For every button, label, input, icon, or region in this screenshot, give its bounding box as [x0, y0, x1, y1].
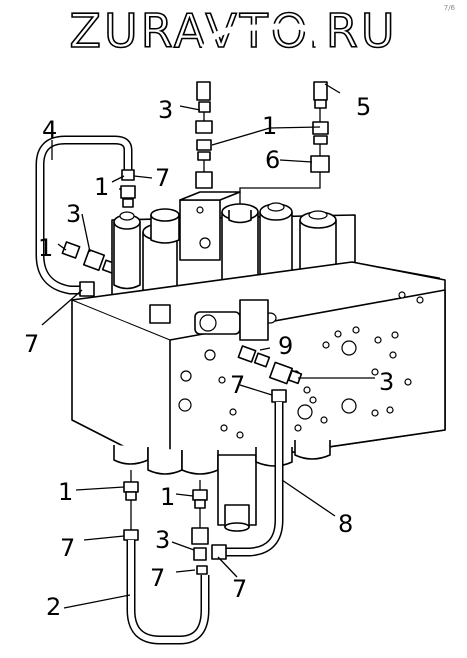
- callout-7: 7: [230, 371, 245, 399]
- callout-1: 1: [38, 234, 53, 262]
- corner-mark: 7/6: [443, 4, 455, 12]
- callout-3: 3: [66, 200, 81, 228]
- callout-1: 1: [94, 173, 109, 201]
- hose-4: [35, 135, 135, 297]
- callout-7: 7: [24, 330, 39, 358]
- callout-6: 6: [265, 146, 280, 174]
- callout-labels: 5 3 1 6 4 7 1 3 1 7 9 3 7 1 1 8 7 3 7 7 …: [24, 93, 394, 621]
- valve-main-block: [71, 261, 446, 471]
- fitting-stack-left: [195, 101, 213, 189]
- callout-7: 7: [155, 164, 170, 192]
- fittings-lower: [123, 470, 209, 575]
- leader-lines: [41, 83, 375, 609]
- callout-7: 7: [60, 534, 75, 562]
- fitting-upper-left: [61, 185, 136, 275]
- callout-1: 1: [58, 478, 73, 506]
- hose-8: [211, 402, 284, 560]
- callout-5: 5: [356, 93, 371, 121]
- callout-3: 3: [155, 526, 170, 554]
- callout-9: 9: [278, 332, 293, 360]
- callout-7: 7: [232, 575, 247, 603]
- callout-1: 1: [262, 112, 277, 140]
- callout-3: 3: [379, 368, 394, 396]
- callout-4: 4: [42, 116, 57, 144]
- hose-5: [196, 22, 328, 101]
- callout-2: 2: [46, 593, 61, 621]
- fittings-on-block: [237, 345, 303, 403]
- callout-8: 8: [338, 510, 353, 538]
- callout-7: 7: [150, 564, 165, 592]
- callout-3: 3: [158, 96, 173, 124]
- hose-2: [126, 540, 210, 645]
- callout-1: 1: [160, 483, 175, 511]
- fitting-stack-right: [239, 99, 330, 205]
